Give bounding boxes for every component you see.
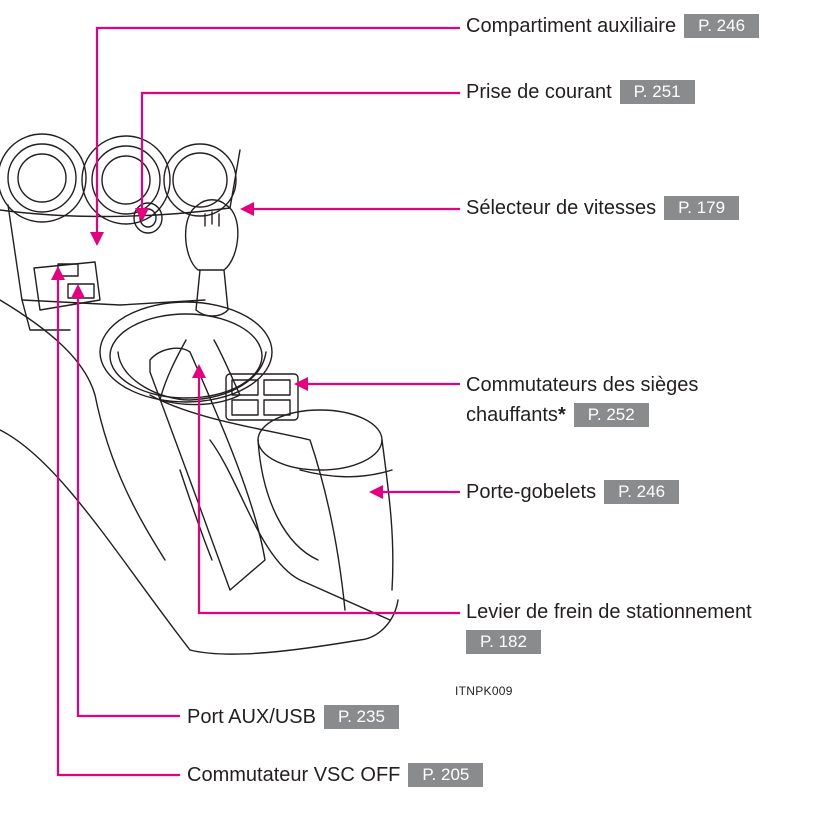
leader-parking-brake [197,370,460,615]
air-vent-left [0,133,87,223]
arrowhead-shift-lever [240,202,254,216]
arrowhead-parking-brake [192,364,206,378]
seat-heater-page-ref[interactable]: P. 252 [573,403,649,427]
air-vent-center [81,135,171,225]
leader-aux-usb [76,290,180,718]
shift-lever-page-ref[interactable]: P. 179 [664,196,740,220]
power-outlet-page-ref[interactable]: P. 251 [619,80,695,104]
parking-brake-page-ref[interactable]: P. 182 [466,630,541,654]
callout-seat-heater-switches: Commutateurs des sièges chauffants* P. 25… [466,373,698,427]
seat-heater-label-line1: Commutateurs des sièges [466,374,699,396]
leader-aux-compartment [95,26,460,240]
callout-cup-holders: Porte-gobelets P. 246 [466,480,680,504]
callout-power-outlet: Prise de courant P. 251 [466,80,695,104]
arrowhead-vsc-off [51,266,65,280]
leader-vsc-off [56,272,180,777]
illustration-code: ITNPK009 [455,684,513,698]
center-stack-panel [7,204,206,306]
cup-holder-shape [209,409,394,621]
seat-heater-switch-shape [225,373,299,421]
callout-aux-compartment: Compartiment auxiliaire P. 246 [466,14,760,38]
callout-shift-lever: Sélecteur de vitesses P. 179 [466,196,740,220]
arrowhead-power-outlet [135,208,149,222]
air-vent-right [163,143,237,217]
power-outlet-label: Prise de courant [466,81,612,103]
arrowhead-seat-heater [294,377,308,391]
aux-usb-port-page-ref[interactable]: P. 235 [323,705,399,729]
shift-knob-shape [184,199,239,317]
aux-usb-port-label: Port AUX/USB [187,706,316,728]
cup-holders-page-ref[interactable]: P. 246 [604,480,680,504]
leader-power-outlet [140,91,460,216]
parking-brake-lever-shape [149,347,266,591]
shift-boot-opening [99,301,273,403]
vsc-off-switch-label: Commutateur VSC OFF [187,764,401,786]
parking-brake-label: Levier de frein de stationnement [466,601,752,623]
vsc-off-switch-page-ref[interactable]: P. 205 [408,763,484,787]
aux-compartment-label: Compartiment auxiliaire [466,15,677,37]
arrowhead-aux-usb [71,284,85,298]
callout-vsc-off-switch: Commutateur VSC OFF P. 205 [187,763,484,787]
arrowhead-cup-holders [369,485,383,499]
seat-heater-label-line2: chauffants [466,404,558,426]
arrowhead-aux-compartment [90,232,104,246]
callout-aux-usb-port: Port AUX/USB P. 235 [187,705,399,729]
aux-compartment-page-ref[interactable]: P. 246 [684,14,760,38]
callout-parking-brake: Levier de frein de stationnement P. 182 [466,600,752,654]
seat-heater-asterisk: * [557,404,566,426]
cup-holders-label: Porte-gobelets [466,481,597,503]
shift-lever-label: Sélecteur de vitesses [466,197,657,219]
